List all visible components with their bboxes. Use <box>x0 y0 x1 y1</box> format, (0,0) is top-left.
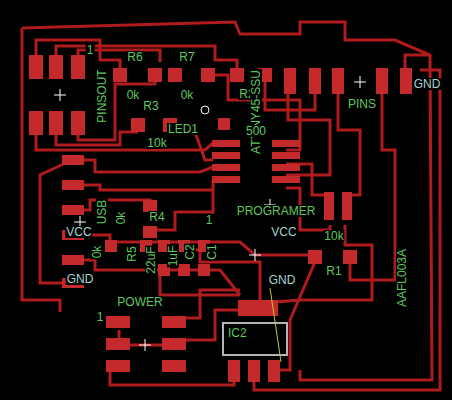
airwire <box>270 288 281 362</box>
silkscreen-label: 0k <box>180 89 195 101</box>
silkscreen-label: 1 <box>86 44 95 56</box>
silkscreen-label: 22uF <box>145 245 157 274</box>
signal-name: GND <box>413 78 442 90</box>
silkscreen-label: ATTINY45-SSU <box>250 69 262 155</box>
silkscreen-label: PROGRAMER <box>236 205 317 217</box>
silkscreen-label: 500 <box>245 125 267 137</box>
signal-name: GND <box>66 273 95 285</box>
signal-name: VCC <box>65 226 92 238</box>
silkscreen-label: R6 <box>126 51 143 63</box>
signal-name: VCC <box>270 226 297 238</box>
copper-traces <box>22 22 440 390</box>
silkscreen-label: R5 <box>126 245 138 262</box>
silkscreen-label: C2 <box>184 243 196 260</box>
component-outline: IC2 <box>222 322 288 356</box>
silkscreen-label: POWER <box>116 296 163 308</box>
silkscreen-label: R7 <box>178 51 195 63</box>
silkscreen-label: 1 <box>205 214 214 226</box>
silkscreen-label: PINSOUT <box>96 68 108 123</box>
silkscreen-label: R4 <box>148 211 165 223</box>
silkscreen-label: PINS <box>347 98 377 110</box>
silkscreen-label: 10k <box>323 230 344 242</box>
silkscreen-label: 0k <box>115 211 127 226</box>
silkscreen-label: USB <box>96 199 108 226</box>
silkscreen-label: 1 <box>96 311 105 323</box>
silkscreen-label: 1uF <box>167 245 179 268</box>
silkscreen-label: 0k <box>126 89 141 101</box>
silkscreen-label: 0k <box>91 245 103 260</box>
silkscreen-label: R1 <box>325 265 342 277</box>
signal-name: GND <box>268 274 297 286</box>
silkscreen-label: R3 <box>142 100 159 112</box>
silkscreen-label: LED1 <box>167 123 199 135</box>
silkscreen-label: 10k <box>146 137 167 149</box>
part-name: IC2 <box>228 327 247 339</box>
silkscreen-label: C1 <box>206 243 218 260</box>
silkscreen-label: AAFL003A <box>396 248 408 308</box>
copper-pads <box>29 55 412 382</box>
